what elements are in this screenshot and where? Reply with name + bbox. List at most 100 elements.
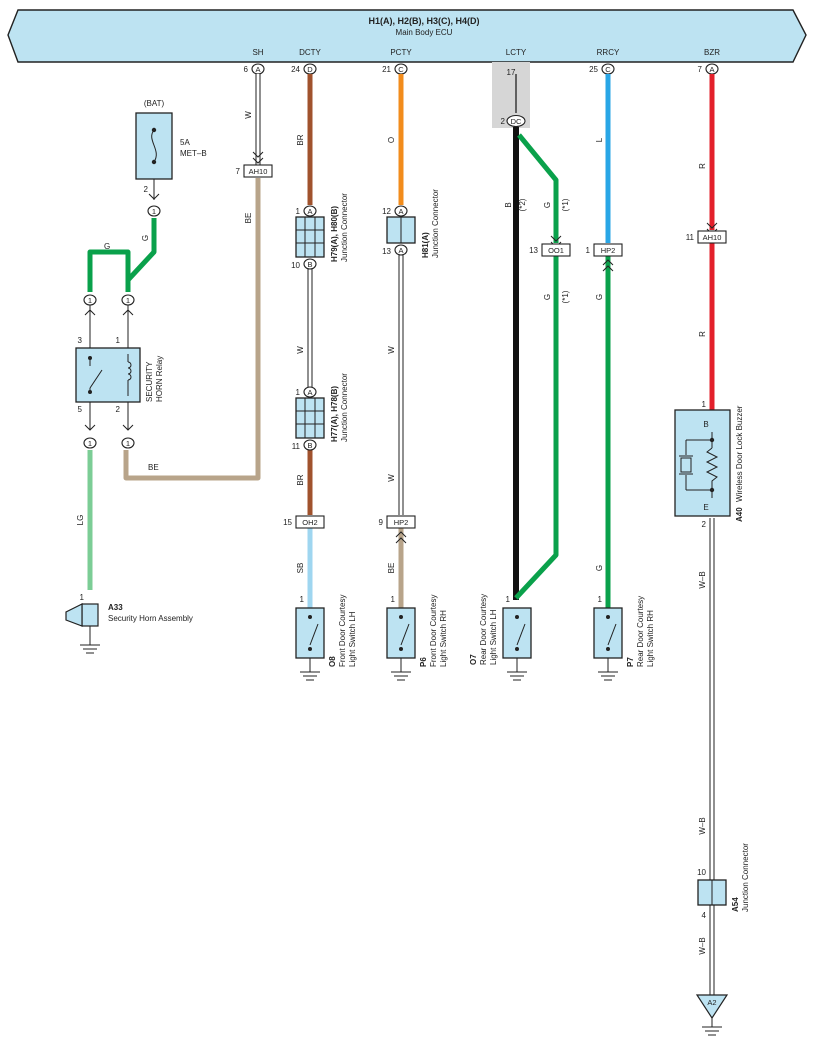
label-relay-g: G bbox=[104, 242, 110, 251]
fuse-met-b: (BAT) 5A MET–B 2 1 bbox=[135, 99, 207, 217]
h79-box bbox=[295, 216, 325, 258]
h77-name: Junction Connector bbox=[340, 373, 349, 442]
a40-name: Wireless Door Lock Buzzer bbox=[735, 405, 744, 502]
relay-name2: HORN Relay bbox=[155, 356, 164, 402]
ah10b-label: AH10 bbox=[703, 233, 722, 242]
label-relay-be: BE bbox=[148, 463, 159, 472]
h81-code: H81(A) bbox=[421, 232, 430, 258]
fuse-pin: 2 bbox=[144, 185, 149, 194]
switch-o7: 1 O7 Rear Door Courtesy Light Switch LH bbox=[469, 594, 532, 681]
connector-oo1: 13 OO1 bbox=[529, 235, 571, 257]
label-rrcy-g: G bbox=[595, 294, 604, 300]
fuse-rating: 5A bbox=[180, 138, 190, 147]
a40-resistor-icon bbox=[705, 447, 719, 490]
o8-code: O8 bbox=[328, 656, 337, 667]
h77-conn-top: A bbox=[307, 388, 312, 397]
o7-pin: 1 bbox=[506, 595, 511, 604]
relay-conn-1: 1 bbox=[126, 296, 130, 305]
wire-lcty-g2 bbox=[514, 256, 559, 600]
ground-a2: A2 bbox=[695, 994, 729, 1036]
a40-term-e: E bbox=[703, 503, 708, 512]
o8-pin: 1 bbox=[300, 595, 305, 604]
label-fuse-g: G bbox=[141, 235, 150, 241]
wire-sh-be bbox=[123, 178, 261, 481]
fuse-conn: 1 bbox=[152, 207, 156, 216]
hp2r-label: HP2 bbox=[601, 246, 616, 255]
h81-pin-bot: 13 bbox=[382, 247, 391, 256]
o8-name1: Front Door Courtesy bbox=[338, 595, 347, 667]
ground-icon bbox=[598, 658, 618, 681]
fuse-name: MET–B bbox=[180, 149, 207, 158]
label-bzr-r2: R bbox=[698, 331, 707, 337]
h81-name: Junction Connector bbox=[431, 189, 440, 258]
switch-icon bbox=[607, 623, 617, 646]
chevron-down-icon bbox=[148, 193, 160, 200]
label-dcty-sb: SB bbox=[296, 563, 305, 574]
label-bzr-r: R bbox=[698, 163, 707, 169]
a40-pin1: 1 bbox=[702, 400, 707, 409]
a54-pin-top: 10 bbox=[697, 868, 706, 877]
p6-code: P6 bbox=[419, 657, 428, 667]
switch-icon bbox=[516, 623, 526, 646]
ground-triangle bbox=[695, 994, 729, 1020]
terminal-name-pcty: PCTY bbox=[390, 48, 412, 57]
a54-code: A54 bbox=[731, 897, 740, 912]
conn-dcty: D bbox=[307, 65, 313, 74]
label-lcty-g2: G bbox=[543, 294, 552, 300]
fuse-source: (BAT) bbox=[144, 99, 165, 108]
ecu-subtitle: Main Body ECU bbox=[396, 28, 453, 37]
h81-pin-top: 12 bbox=[382, 207, 391, 216]
a33-code: A33 bbox=[108, 603, 123, 612]
oo1-pin: 13 bbox=[529, 246, 538, 255]
connector-ah10-sh: 7 AH10 bbox=[236, 151, 273, 178]
wire-relay-g bbox=[87, 249, 131, 292]
ecu-title: H1(A), H2(B), H3(C), H4(D) bbox=[369, 16, 480, 26]
junction-h81: 12 A 13 A H81(A) Junction Connector bbox=[382, 189, 440, 258]
hp2p-pin: 9 bbox=[379, 518, 384, 527]
pin-rrcy: 25 bbox=[589, 65, 598, 74]
relay-switch-icon bbox=[89, 369, 103, 389]
h79-name: Junction Connector bbox=[340, 193, 349, 262]
label-lcty-note2: (*2) bbox=[518, 198, 527, 211]
label-lcty-g: G bbox=[543, 202, 552, 208]
p6-name1: Front Door Courtesy bbox=[429, 595, 438, 667]
label-rrcy-l: L bbox=[595, 137, 604, 142]
chevron-down-icon bbox=[122, 424, 134, 431]
pin2-lcty: 2 bbox=[501, 117, 506, 126]
fuse-conn-marker bbox=[147, 205, 161, 217]
oh2-label: OH2 bbox=[302, 518, 317, 527]
h79-code: H79(A), H80(B) bbox=[330, 206, 339, 262]
connector-hp2-pcty: 9 HP2 bbox=[379, 515, 416, 544]
terminal-name-lcty: LCTY bbox=[506, 48, 527, 57]
ground-label: A2 bbox=[707, 998, 716, 1007]
label-bzr-wb2: W–B bbox=[698, 817, 707, 834]
h77-code: H77(A), H78(B) bbox=[330, 386, 339, 442]
terminal-name-sh: SH bbox=[252, 48, 263, 57]
security-horn-relay: 1 1 3 1 5 2 1 1 SECURITY HORN Relay bbox=[75, 294, 164, 449]
h81-conn-top: A bbox=[398, 207, 403, 216]
a54-name: Junction Connector bbox=[741, 843, 750, 912]
connector-hp2-rrcy: 1 HP2 bbox=[586, 243, 623, 272]
oo1-label: OO1 bbox=[548, 246, 564, 255]
p7-code: P7 bbox=[626, 657, 635, 667]
junction-a54: 10 4 A54 Junction Connector bbox=[697, 843, 750, 920]
p7-name2: Light Switch RH bbox=[646, 610, 655, 667]
pin-bzr: 7 bbox=[698, 65, 703, 74]
label-sh-be: BE bbox=[244, 213, 253, 224]
label-dcty-br2: BR bbox=[296, 474, 305, 485]
h81-conn-bot: A bbox=[398, 246, 403, 255]
h77-box bbox=[295, 397, 325, 439]
label-dcty-w: W bbox=[296, 346, 305, 354]
junction-h77: 1 A 11 B H77(A), H78(B) Junction Connect… bbox=[292, 373, 349, 451]
p6-pin: 1 bbox=[391, 595, 396, 604]
p7-name1: Rear Door Courtesy bbox=[636, 596, 645, 667]
h77-conn-bot: B bbox=[307, 441, 312, 450]
p6-name2: Light Switch RH bbox=[439, 610, 448, 667]
label-sh-w: W bbox=[244, 111, 253, 119]
a33-pin: 1 bbox=[80, 593, 85, 602]
ground-icon bbox=[80, 626, 100, 654]
switch-icon bbox=[400, 623, 410, 646]
ground-icon bbox=[507, 658, 527, 681]
label-bzr-wb: W–B bbox=[698, 571, 707, 588]
relay-box bbox=[75, 347, 141, 403]
